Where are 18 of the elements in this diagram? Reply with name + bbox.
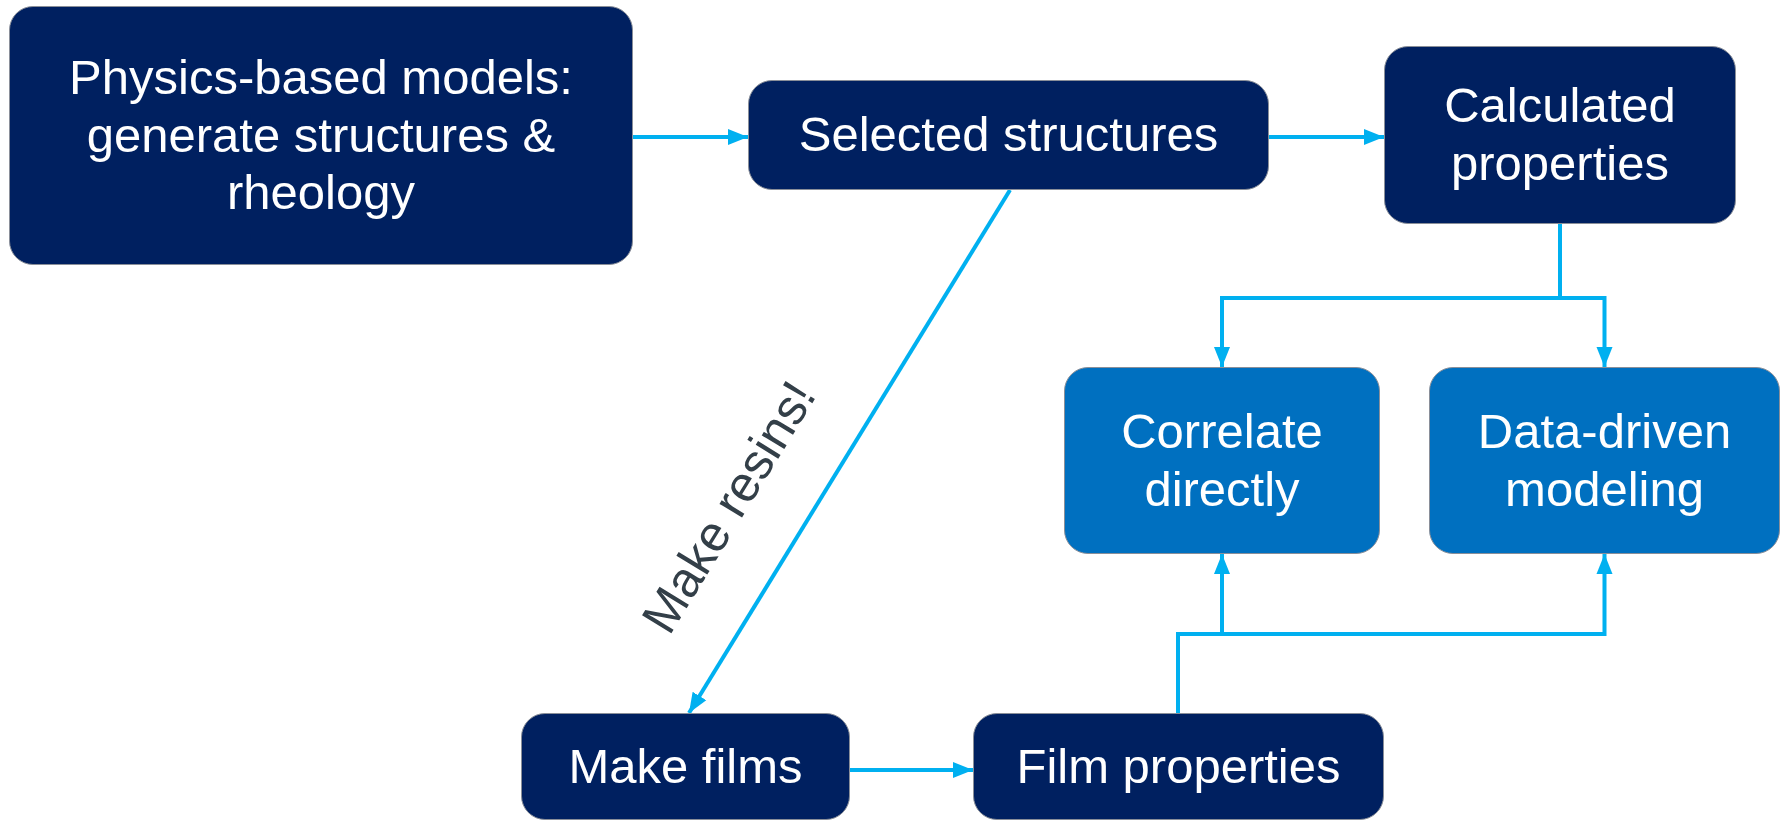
arrow	[1269, 129, 1384, 145]
process-box	[1064, 367, 1380, 554]
box-label: Physics-based models: generate structures & rheology	[68, 48, 574, 222]
process-box	[9, 6, 633, 265]
box-label: Make films	[568, 737, 803, 795]
box-label: Data-driven modeling	[1476, 402, 1733, 518]
process-box	[748, 80, 1269, 190]
process-box	[1384, 46, 1736, 224]
arrow	[633, 129, 748, 145]
arrow	[687, 188, 1012, 715]
process-box	[973, 713, 1384, 820]
process-box	[521, 713, 850, 820]
box-label: Film properties	[1016, 737, 1341, 795]
arrow	[850, 762, 973, 778]
process-box	[1429, 367, 1780, 554]
box-label: Calculated properties	[1443, 77, 1677, 192]
box-label: Correlate directly	[1120, 402, 1324, 518]
box-label: Selected structures	[798, 106, 1219, 164]
